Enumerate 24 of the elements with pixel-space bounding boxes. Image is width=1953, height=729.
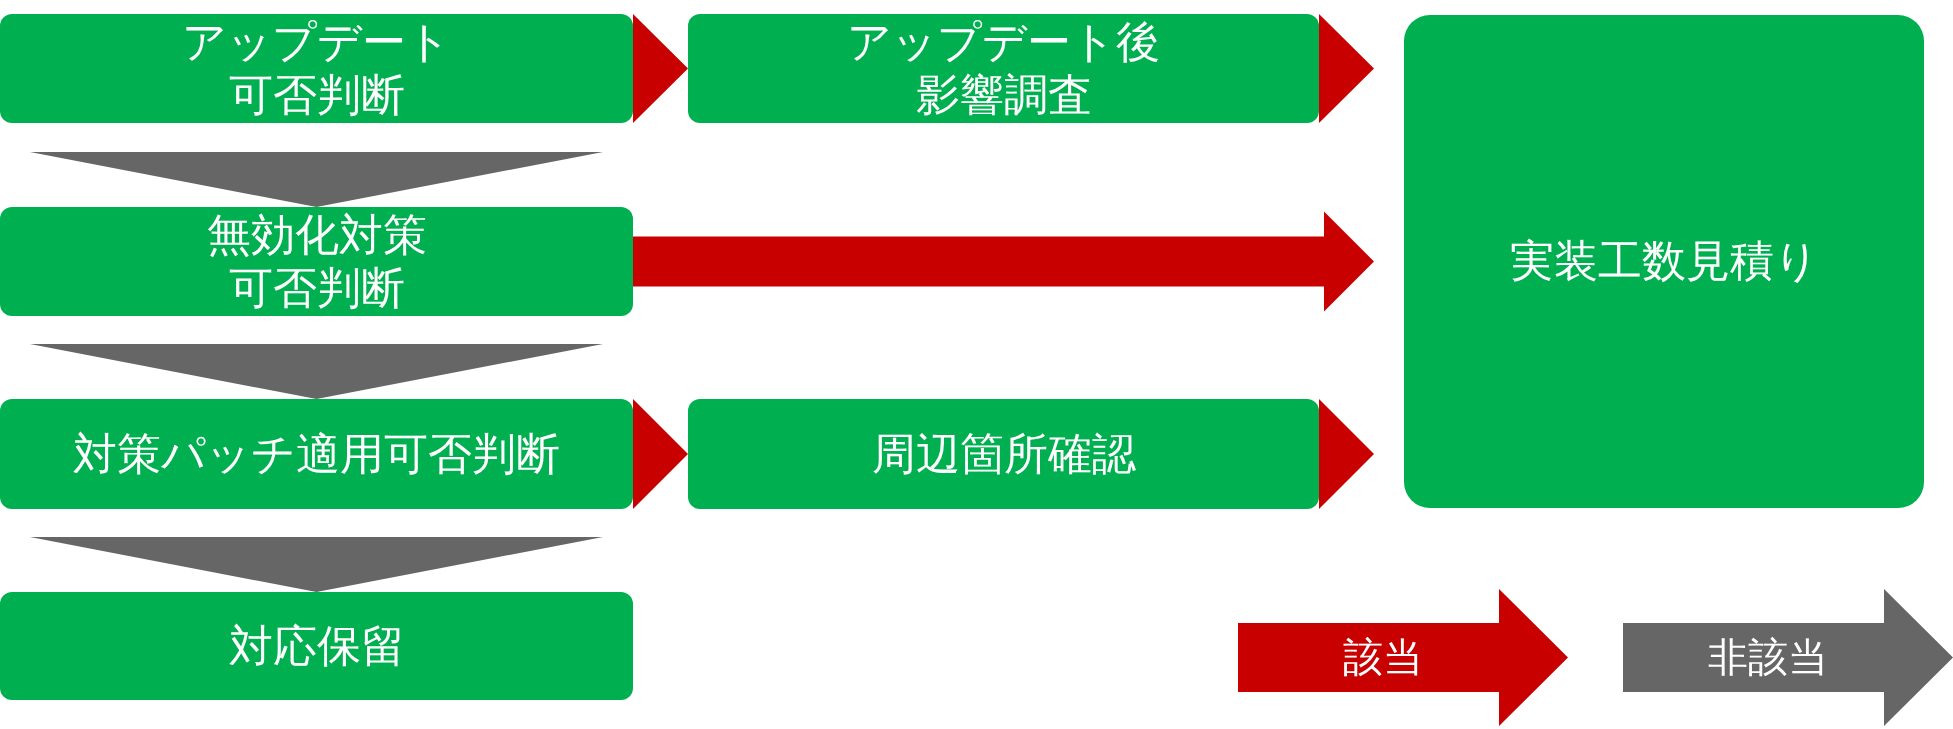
box-label: 対応保留: [228, 619, 405, 673]
chevron-arrow: [30, 344, 603, 399]
process-box: [688, 14, 1319, 123]
process-box: [0, 399, 633, 509]
process-box: [0, 207, 633, 316]
box-label: アップデート可否判断: [181, 15, 452, 122]
process-box: [1404, 15, 1924, 508]
triangle-arrow: [1319, 399, 1374, 509]
process-box: [0, 592, 633, 700]
process-box: [688, 399, 1319, 509]
box-label: アップデート後影響調査: [846, 15, 1161, 122]
triangle-arrow: [633, 14, 688, 123]
legend-label: 非該当: [1707, 632, 1829, 682]
box-label: 実装工数見積り: [1509, 235, 1819, 288]
triangle-arrow: [633, 399, 688, 509]
box-label: 周辺箇所確認: [871, 427, 1136, 481]
box-label: 無効化対策可否判断: [205, 208, 428, 315]
triangle-arrow: [1319, 14, 1374, 123]
block-arrow: [633, 211, 1374, 312]
chevron-arrow: [30, 152, 603, 207]
legend-label: 該当: [1342, 632, 1424, 682]
box-label: 対策パッチ適用可否判断: [73, 427, 560, 481]
chevron-arrow: [30, 537, 603, 592]
process-box: [0, 14, 633, 123]
